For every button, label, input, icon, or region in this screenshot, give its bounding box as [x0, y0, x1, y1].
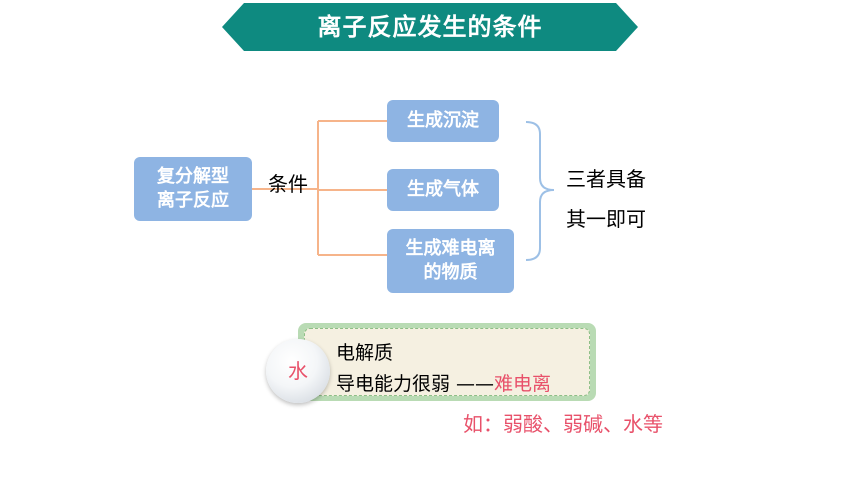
outcome-box-weak-electrolyte: 生成难电离 的物质 [387, 229, 514, 293]
page-title: 离子反应发生的条件 [317, 13, 543, 41]
summary-line-1: 三者具备 [566, 167, 646, 191]
main-concept-line1: 复分解型 [157, 166, 229, 187]
outcome-2-label: 生成气体 [407, 179, 479, 200]
outcome-3-line2: 的物质 [423, 262, 478, 283]
note-line-2-prefix: 导电能力很弱 —— [336, 373, 495, 395]
outcome-box-precipitate: 生成沉淀 [387, 100, 499, 142]
water-note-inner [304, 328, 590, 396]
right-brace [525, 121, 555, 261]
water-orb-icon: 水 [266, 339, 330, 403]
main-concept-box: 复分解型 离子反应 [134, 157, 252, 221]
title-banner: 离子反应发生的条件 [222, 3, 638, 51]
note-line-1: 电解质 [336, 342, 394, 364]
note-highlight-text: 难电离 [494, 373, 552, 395]
example-note: 如：弱酸、弱碱、水等 [463, 412, 663, 436]
outcome-box-gas: 生成气体 [387, 169, 499, 211]
note-line-2: 导电能力很弱 ——难电离 [336, 369, 551, 396]
banner-shape [222, 3, 638, 51]
summary-line-2: 其一即可 [566, 207, 646, 231]
main-concept-line2: 离子反应 [157, 190, 229, 211]
outcome-3-line1: 生成难电离 [405, 238, 496, 259]
outcome-1-label: 生成沉淀 [407, 110, 479, 131]
water-orb-label: 水 [288, 359, 308, 383]
condition-label: 条件 [268, 172, 308, 196]
water-note-card [298, 323, 596, 401]
